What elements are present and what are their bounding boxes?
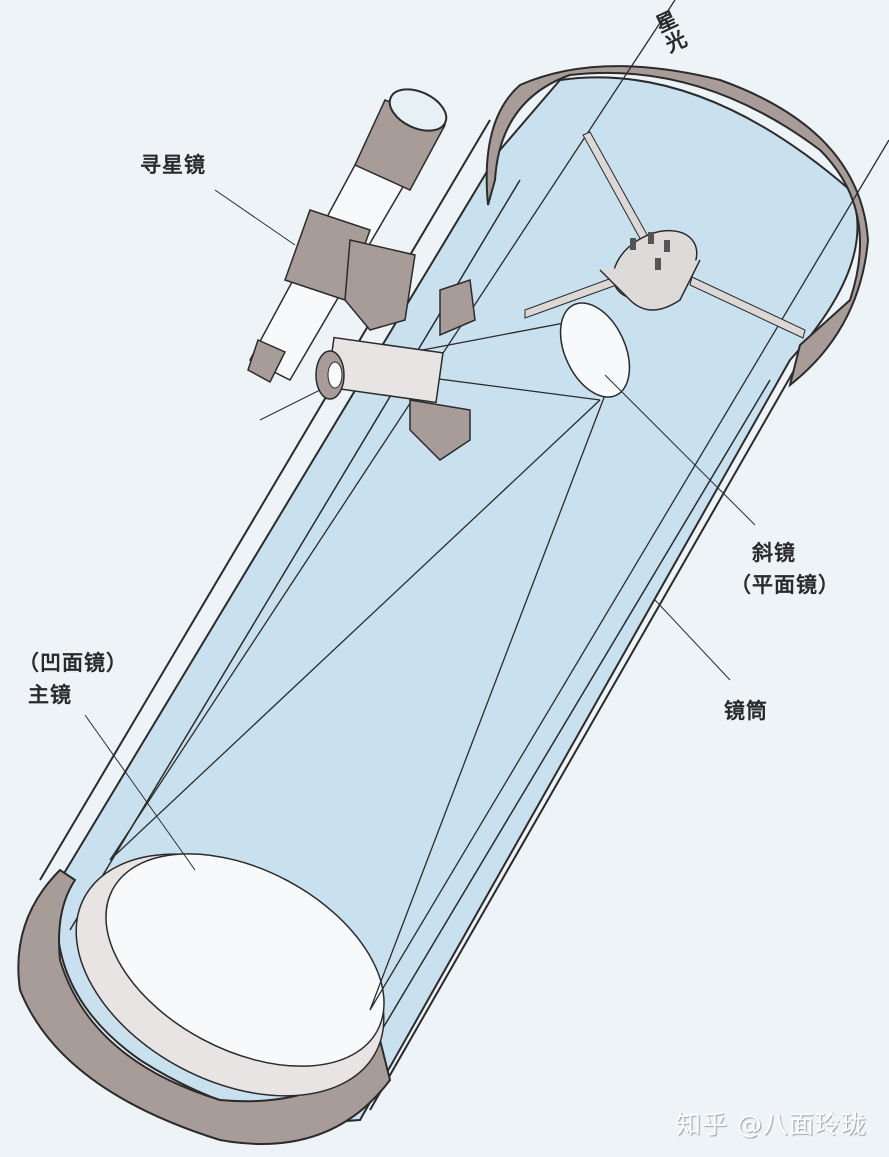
focuser: [315, 278, 476, 461]
tube-top-rim: [485, 65, 870, 388]
label-tube: 镜筒: [724, 699, 768, 723]
light-rays: [109, 0, 889, 1011]
watermark: 知乎 @八面玲珑: [676, 1110, 867, 1139]
finder-scope: [247, 88, 448, 384]
label-primary-mirror: 主镜: [28, 683, 72, 707]
primary-mirror: [75, 853, 385, 1097]
secondary-mirror-holder: [559, 229, 701, 398]
leader-lines: [84, 189, 756, 871]
telescope-tube: [39, 76, 859, 1123]
label-primary-mirror-note: （凹面镜）: [18, 651, 128, 675]
tube-bottom-ring: [17, 868, 392, 1145]
label-finder-scope: 寻星镜: [140, 153, 206, 177]
label-secondary-mirror: 斜镜: [752, 541, 796, 565]
spider-vanes: [524, 131, 806, 339]
label-secondary-mirror-note: （平面镜）: [730, 573, 840, 597]
